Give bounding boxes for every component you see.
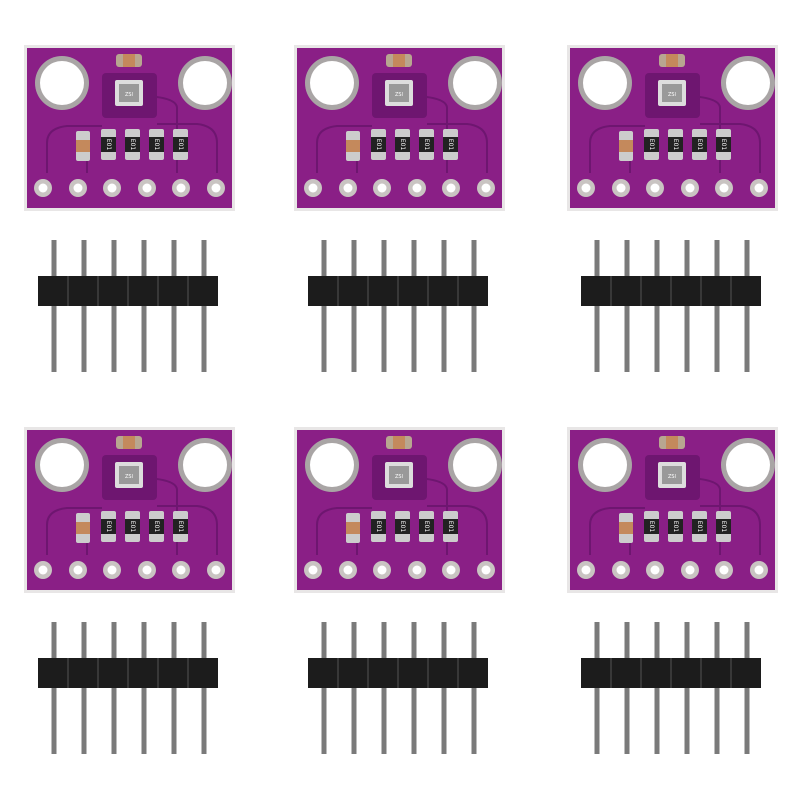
pin-header — [581, 240, 761, 372]
trace — [46, 477, 218, 555]
pin-header — [581, 622, 761, 754]
chip-marking: ZSI — [395, 474, 403, 480]
resistor-marking: E01 — [105, 521, 112, 533]
resistor-marking: E01 — [375, 521, 382, 533]
chip-marking: ZSI — [125, 92, 133, 98]
resistor-marking: E01 — [423, 521, 430, 533]
pin-header — [308, 240, 488, 372]
resistor-marking: E01 — [129, 139, 136, 151]
resistor-marking: E01 — [399, 139, 406, 151]
resistor-marking: E01 — [720, 139, 727, 151]
sensor-board: ZSI E01 E01 E01 E01 — [24, 427, 235, 593]
pin-header — [308, 622, 488, 754]
resistor-marking: E01 — [153, 521, 160, 533]
resistor-marking: E01 — [153, 139, 160, 151]
resistor-marking: E01 — [447, 521, 454, 533]
sensor-board: ZSI E01 E01 E01 E01 — [294, 427, 505, 593]
resistor-marking: E01 — [696, 139, 703, 151]
trace — [589, 477, 761, 555]
chip-marking: ZSI — [668, 92, 676, 98]
trace — [316, 95, 488, 173]
sensor-board: ZSI E01 E01 E01 E01 — [24, 45, 235, 211]
resistor-marking: E01 — [399, 521, 406, 533]
resistor-marking: E01 — [177, 521, 184, 533]
resistor-marking: E01 — [129, 521, 136, 533]
resistor-marking: E01 — [672, 139, 679, 151]
resistor-marking: E01 — [423, 139, 430, 151]
trace — [316, 477, 488, 555]
sensor-board: ZSI E01 E01 E01 E01 — [567, 45, 778, 211]
resistor-marking: E01 — [177, 139, 184, 151]
resistor-marking: E01 — [648, 521, 655, 533]
pin-header — [38, 240, 218, 372]
sensor-board: ZSI E01 E01 E01 E01 — [567, 427, 778, 593]
resistor-marking: E01 — [696, 521, 703, 533]
resistor-marking: E01 — [648, 139, 655, 151]
resistor-marking: E01 — [105, 139, 112, 151]
resistor-marking: E01 — [672, 521, 679, 533]
resistor-marking: E01 — [447, 139, 454, 151]
chip-marking: ZSI — [395, 92, 403, 98]
resistor-marking: E01 — [720, 521, 727, 533]
trace — [46, 95, 218, 173]
chip-marking: ZSI — [125, 474, 133, 480]
trace — [589, 95, 761, 173]
sensor-board: ZSI E01 E01 E01 E01 — [294, 45, 505, 211]
chip-marking: ZSI — [668, 474, 676, 480]
pin-header — [38, 622, 218, 754]
resistor-marking: E01 — [375, 139, 382, 151]
